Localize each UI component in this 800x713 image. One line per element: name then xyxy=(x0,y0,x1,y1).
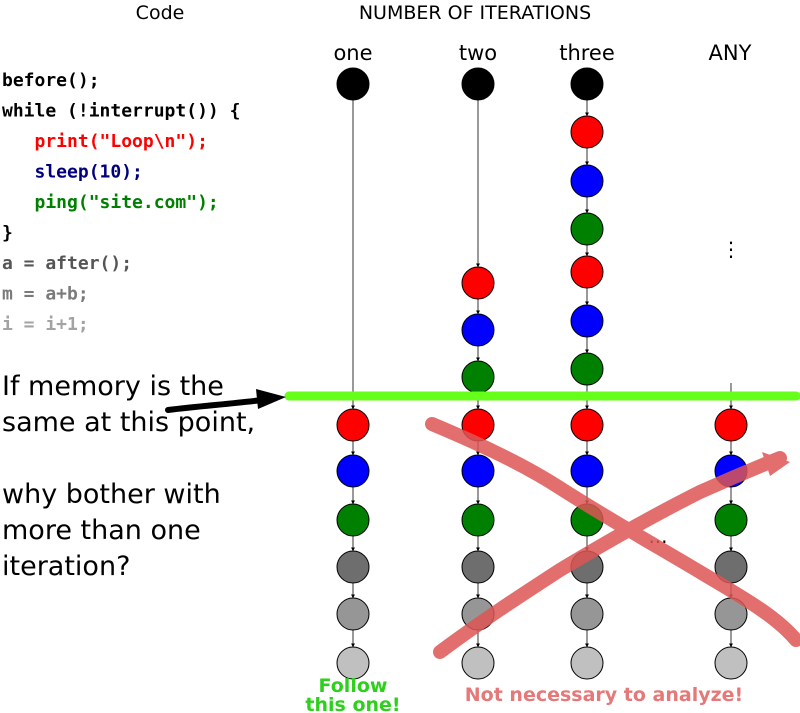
blue-node xyxy=(461,313,495,347)
blue-node xyxy=(336,454,370,488)
dgray-node xyxy=(336,550,370,584)
green-node xyxy=(570,212,604,246)
note-line: more than one xyxy=(2,515,201,546)
red-node xyxy=(461,266,495,300)
column-label-any: ANY xyxy=(709,41,752,65)
code-listing: before(); while (!interrupt()) { print("L… xyxy=(2,70,240,335)
follow-label-line-2: this one! xyxy=(305,694,400,713)
red-node xyxy=(714,408,748,442)
mgray-node xyxy=(570,597,604,631)
black-node xyxy=(461,67,495,101)
lgray-node xyxy=(714,646,748,680)
code-line: before(); xyxy=(2,70,100,91)
column-label-two: two xyxy=(459,41,497,65)
column-label-one: one xyxy=(333,41,372,65)
cross-out-mark xyxy=(425,417,800,659)
green-node xyxy=(461,360,495,394)
code-line: a = after(); xyxy=(2,253,132,274)
note-line: If memory is the xyxy=(2,371,224,402)
green-node xyxy=(461,503,495,537)
pointer-arrow xyxy=(165,389,286,413)
code-header: Code xyxy=(136,2,185,24)
note-line: iteration? xyxy=(2,551,130,582)
code-line: while (!interrupt()) { xyxy=(2,101,240,122)
blue-node xyxy=(570,304,604,338)
dgray-node xyxy=(461,550,495,584)
follow-label-line-1: Follow xyxy=(319,675,388,697)
explanation-note: If memory is the same at this point, why… xyxy=(2,371,255,582)
blue-node xyxy=(570,454,604,488)
code-line: i = i+1; xyxy=(2,314,89,335)
blue-node xyxy=(570,164,604,198)
code-line: print("Loop\n"); xyxy=(2,131,208,152)
black-node xyxy=(336,67,370,101)
red-node xyxy=(336,408,370,442)
lgray-node xyxy=(570,646,604,680)
not-necessary-label: Not necessary to analyze! xyxy=(465,684,743,706)
black-node xyxy=(570,67,604,101)
mgray-node xyxy=(336,597,370,631)
green-node xyxy=(570,352,604,386)
red-node xyxy=(570,115,604,149)
red-node xyxy=(570,255,604,289)
iterations-header: NUMBER OF ITERATIONS xyxy=(359,2,591,24)
green-node xyxy=(336,503,370,537)
code-line: sleep(10); xyxy=(2,162,143,183)
code-line: ping("site.com"); xyxy=(2,192,219,213)
lgray-node xyxy=(461,646,495,680)
iteration-graph xyxy=(336,67,748,680)
note-line: why bother with xyxy=(2,479,221,510)
vertical-ellipsis: ⋮ xyxy=(721,237,741,261)
red-node xyxy=(570,408,604,442)
column-label-three: three xyxy=(559,41,615,65)
blue-node xyxy=(461,454,495,488)
note-line: same at this point, xyxy=(2,407,255,438)
lgray-node xyxy=(336,646,370,680)
green-node xyxy=(714,503,748,537)
code-line: m = a+b; xyxy=(2,284,89,305)
code-line: } xyxy=(2,223,13,244)
